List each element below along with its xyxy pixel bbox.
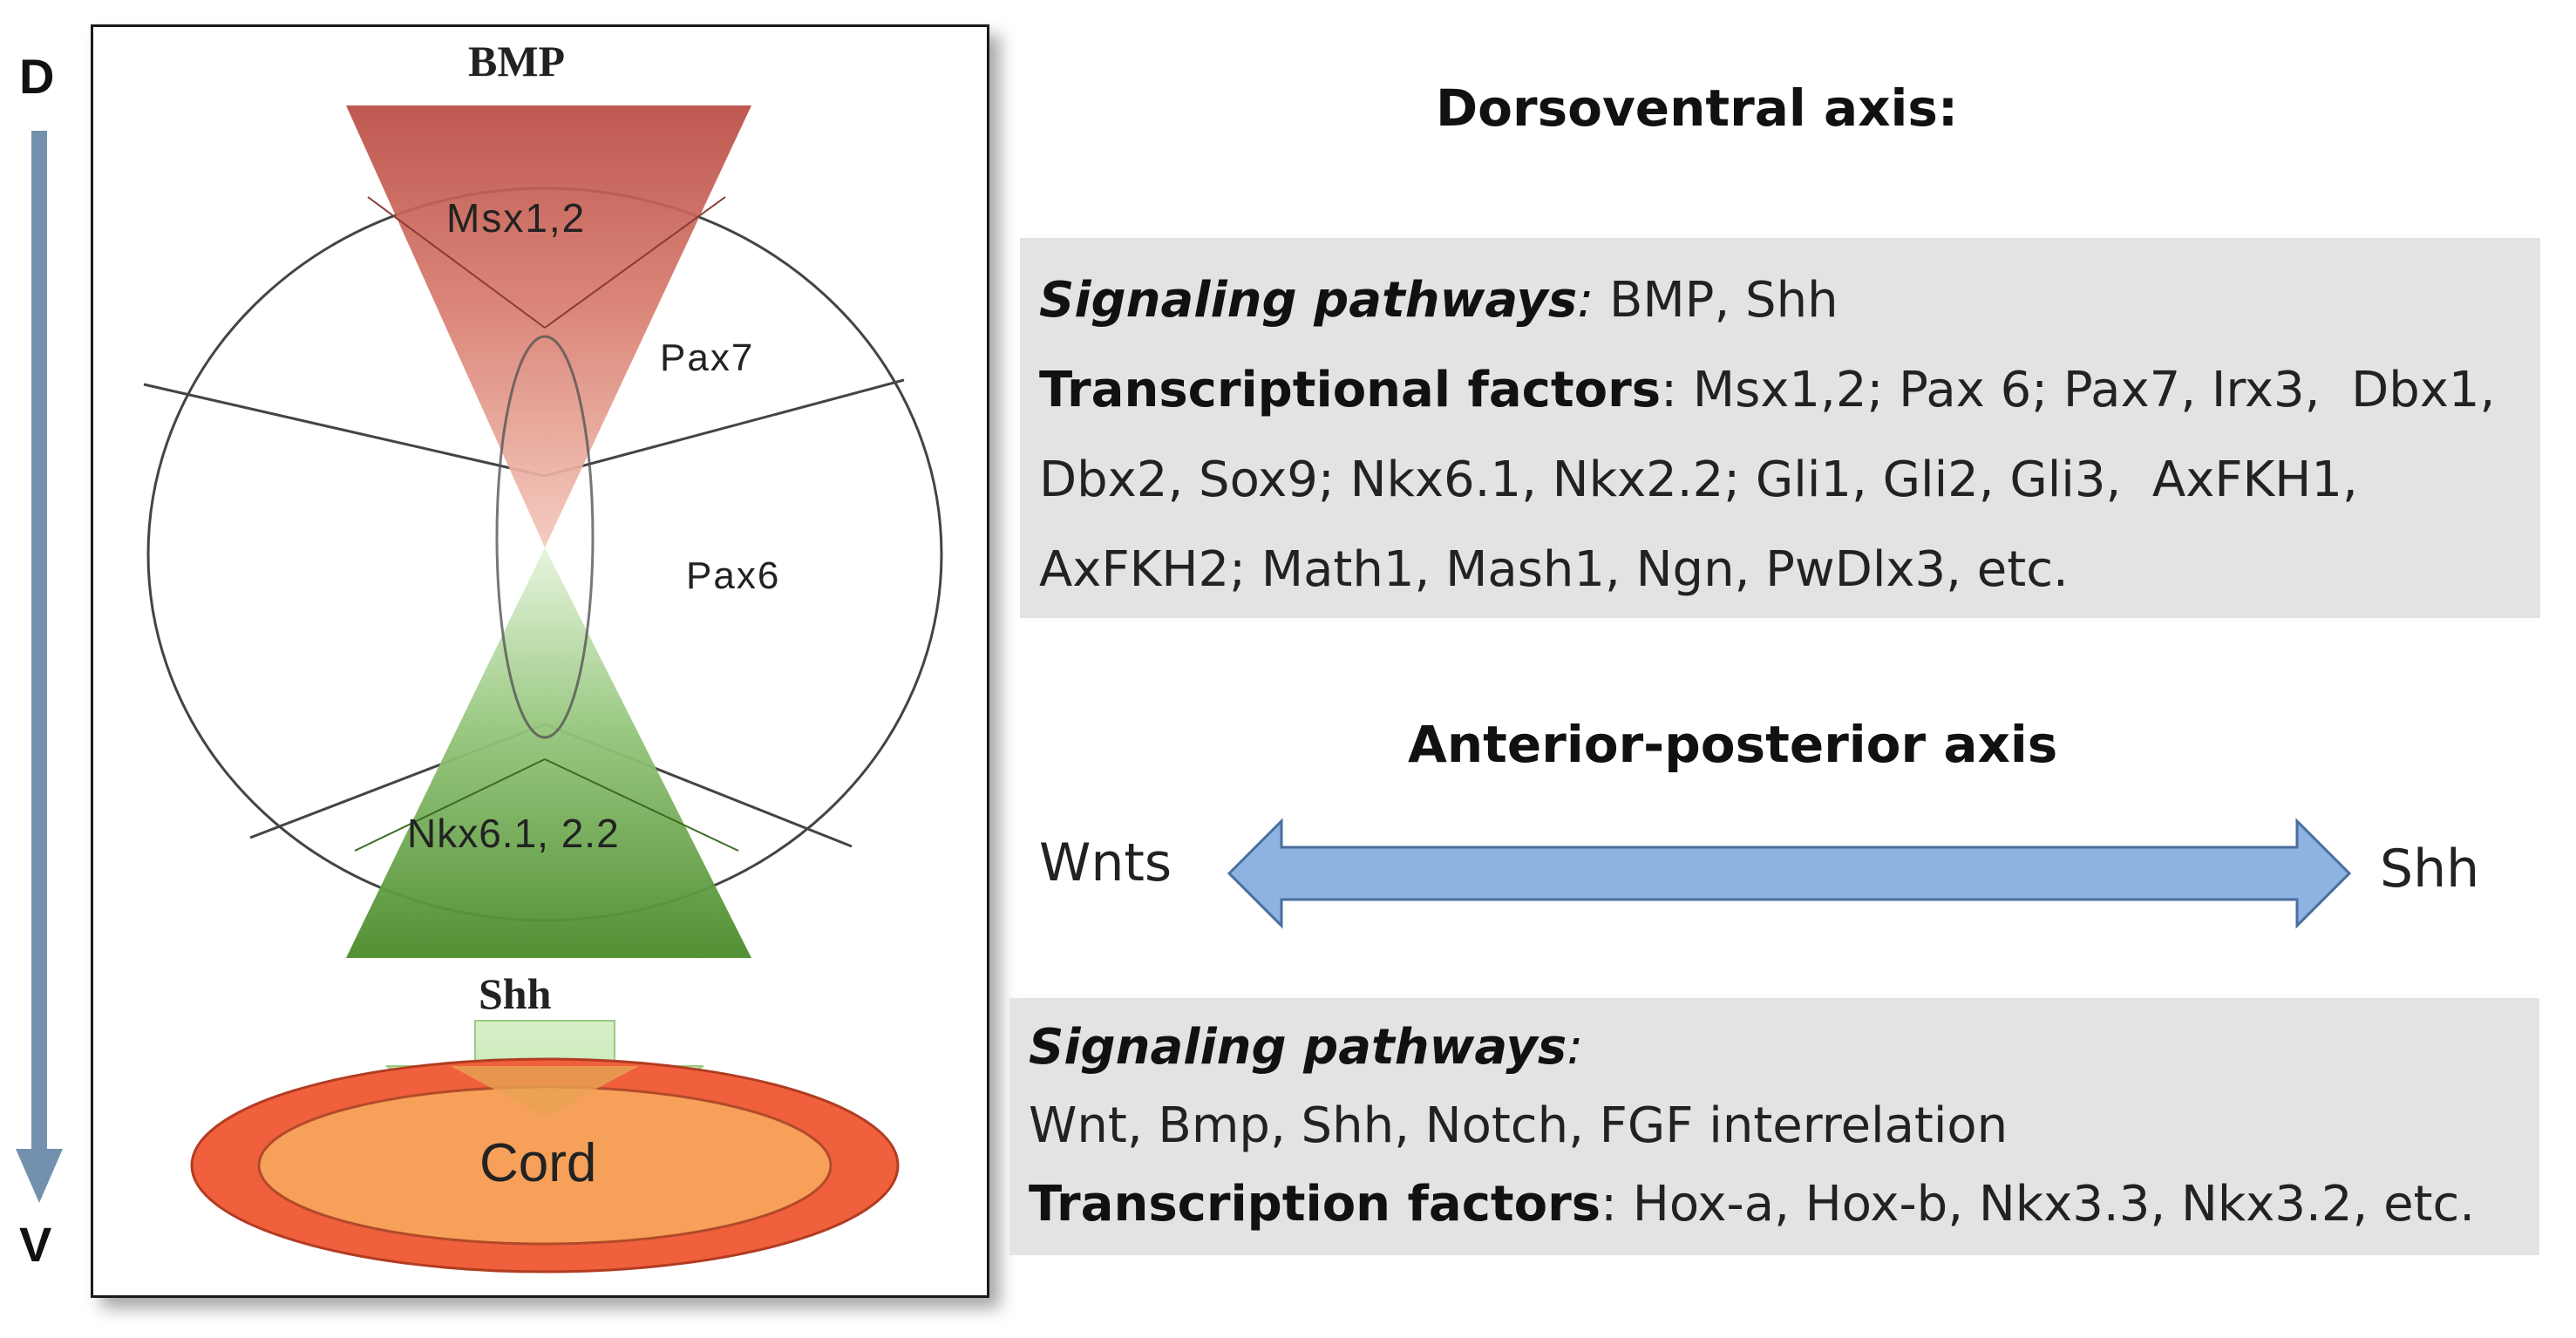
shh-arrow-tip — [451, 1066, 639, 1117]
anterior-posterior-arrow — [1227, 818, 2352, 929]
msx-fork-right — [544, 196, 726, 329]
shh-ap-label: Shh — [2380, 839, 2480, 900]
dv-tf-value-line1: Msx1,2; Pax 6; Pax7, Irx3, Dbx1, — [1676, 362, 2496, 418]
dv-tf-sep: : — [1661, 362, 1677, 418]
dv-tf-label: Transcriptional factors — [1039, 362, 1662, 418]
bmp-gradient-triangle — [346, 105, 751, 547]
dv-signaling-value: BMP, Shh — [1594, 272, 1839, 329]
msx-fork-left — [367, 196, 546, 329]
neural-tube-diagram: BMP Msx1,2 Pax7 Pax6 Nkx6.1, 2.2 Shh Cor… — [91, 24, 989, 1298]
dorsoventral-info-box: Signaling pathways: BMP, Shh Transcripti… — [1020, 238, 2540, 618]
ap-tf-value: Hox-a, Hox-b, Nkx3.3, Nkx3.2, etc. — [1616, 1176, 2476, 1233]
dv-tf-line3: AxFKH2; Math1, Mash1, Ngn, PwDlx3, etc. — [1039, 541, 2069, 598]
msx-region-label: Msx1,2 — [446, 195, 587, 241]
bmp-label: BMP — [468, 37, 566, 85]
cord-label: Cord — [479, 1133, 597, 1193]
shh-label: Shh — [479, 969, 552, 1018]
dv-signaling-sep: : — [1577, 272, 1594, 329]
dv-tf-line1: Transcriptional factors: Msx1,2; Pax 6; … — [1039, 345, 2540, 435]
shh-gradient-triangle — [346, 547, 751, 958]
dv-signaling-line: Signaling pathways: BMP, Shh — [1039, 255, 2540, 345]
ventral-label: V — [19, 1217, 52, 1272]
ap-tf-sep: : — [1601, 1176, 1617, 1233]
nkx-fork-right — [544, 758, 739, 852]
central-canal — [495, 335, 595, 739]
ap-signaling-value: Wnt, Bmp, Shh, Notch, FGF interrelation — [1029, 1097, 2008, 1154]
dv-tf-line2: Dbx2, Sox9; Nkx6.1, Nkx2.2; Gli1, Gli2, … — [1039, 452, 2358, 508]
anterior-posterior-double-arrow — [1227, 818, 2352, 929]
region-divider-right — [544, 378, 905, 478]
dorsoventral-heading: Dorsoventral axis: — [1436, 78, 1959, 138]
ap-signaling-label: Signaling pathways — [1029, 1019, 1567, 1076]
region-divider-left — [143, 383, 546, 478]
dv-signaling-label: Signaling pathways — [1039, 272, 1578, 329]
nkx-fork-left — [354, 758, 546, 852]
dorsal-label: D — [19, 49, 55, 104]
anterior-posterior-info-box: Signaling pathways: Wnt, Bmp, Shh, Notch… — [1009, 998, 2539, 1255]
ap-signaling-sep: : — [1567, 1019, 1584, 1076]
ap-tf-label: Transcription factors — [1029, 1176, 1601, 1233]
wnts-label: Wnts — [1039, 832, 1172, 893]
dorsoventral-arrow-head — [16, 1149, 63, 1203]
dorsoventral-arrow — [16, 131, 63, 1203]
ap-signaling-line: Signaling pathways: — [1029, 1009, 2539, 1087]
anterior-posterior-heading: Anterior-posterior axis — [1408, 715, 2058, 774]
pax6-region-label: Pax6 — [686, 554, 781, 597]
pax7-region-label: Pax7 — [660, 336, 755, 379]
nkx-region-label: Nkx6.1, 2.2 — [407, 811, 620, 856]
ap-tf-line: Transcription factors: Hox-a, Hox-b, Nkx… — [1029, 1165, 2539, 1244]
